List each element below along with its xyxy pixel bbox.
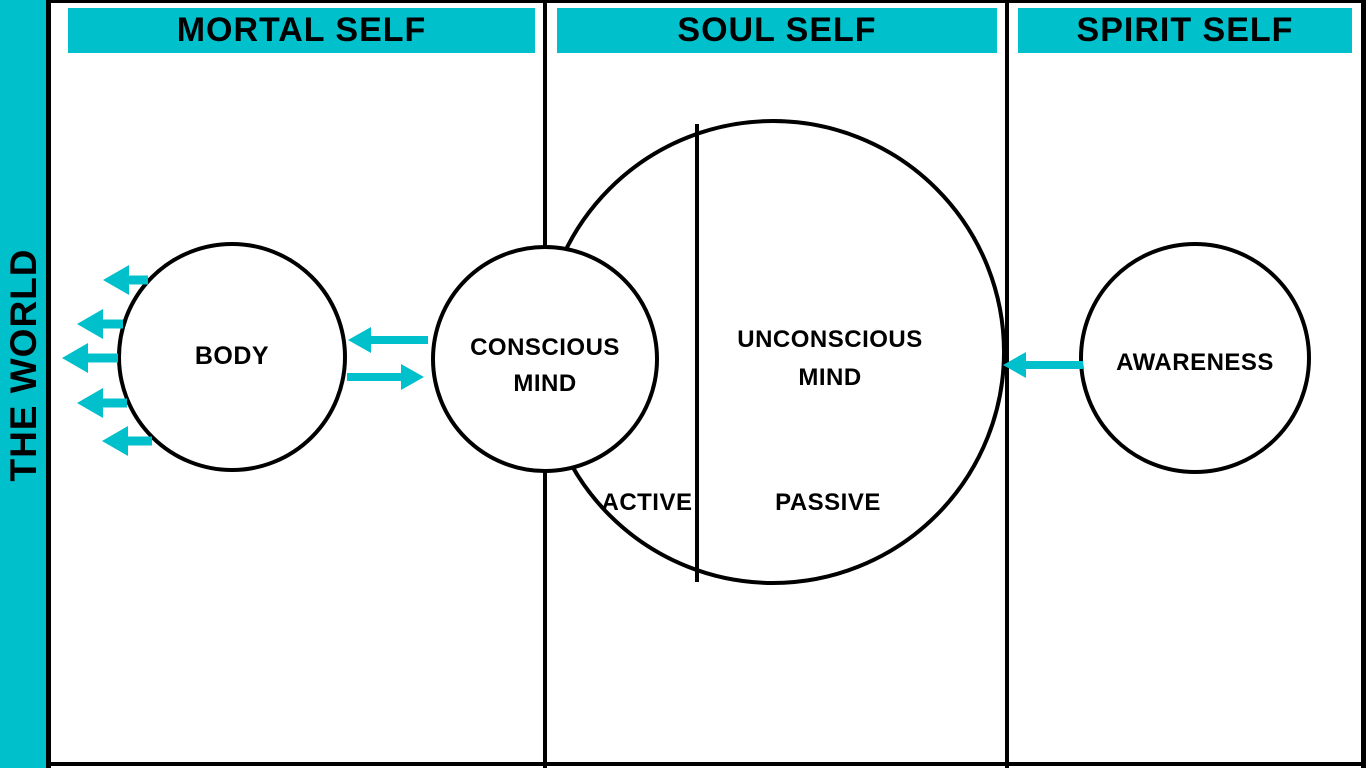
unconscious-mind-label-line2: MIND bbox=[798, 364, 862, 391]
body-label: BODY bbox=[194, 342, 270, 370]
active-region-label: ACTIVE bbox=[601, 489, 693, 516]
header-spirit-self: SPIRIT SELF bbox=[1018, 8, 1352, 53]
the-world-band bbox=[0, 0, 48, 768]
unconscious-mind-label: UNCONSCIOUS MIND bbox=[705, 321, 955, 397]
unconscious-mind-label-line1: UNCONSCIOUS bbox=[737, 326, 923, 353]
body-circle bbox=[117, 242, 347, 472]
awareness-circle bbox=[1079, 242, 1311, 474]
body-to-conscious-arrow bbox=[347, 364, 424, 390]
frame-right-border bbox=[1361, 0, 1366, 768]
body-to-world-arrow-3 bbox=[62, 343, 118, 373]
frame-top-border bbox=[46, 0, 1366, 3]
frame-left-border bbox=[46, 0, 51, 768]
soul-spirit-divider bbox=[1005, 0, 1009, 768]
conscious-mind-label-line2: MIND bbox=[513, 370, 577, 397]
body-to-world-arrow-5 bbox=[102, 426, 152, 456]
awareness-to-unconscious-arrow bbox=[1003, 352, 1083, 378]
conscious-mind-circle bbox=[431, 245, 659, 473]
body-to-world-arrow-2 bbox=[77, 309, 123, 339]
passive-region-label: PASSIVE bbox=[775, 489, 881, 516]
awareness-label: AWARENESS bbox=[1116, 349, 1274, 376]
body-to-world-arrow-4 bbox=[77, 388, 127, 418]
header-mortal-self: MORTAL SELF bbox=[68, 8, 535, 53]
header-soul-self-label: SOUL SELF bbox=[677, 11, 877, 49]
the-world-label: THE WORLD bbox=[3, 248, 44, 482]
conscious-mind-label-line1: CONSCIOUS bbox=[470, 334, 620, 361]
conscious-mind-label: CONSCIOUS MIND bbox=[445, 330, 645, 402]
body-to-world-arrow-1 bbox=[103, 265, 148, 295]
frame-bottom-border bbox=[46, 762, 1366, 766]
conscious-to-body-arrow bbox=[348, 327, 428, 353]
header-spirit-self-label: SPIRIT SELF bbox=[1076, 11, 1294, 49]
header-mortal-self-label: MORTAL SELF bbox=[176, 11, 427, 49]
header-soul-self: SOUL SELF bbox=[557, 8, 997, 53]
